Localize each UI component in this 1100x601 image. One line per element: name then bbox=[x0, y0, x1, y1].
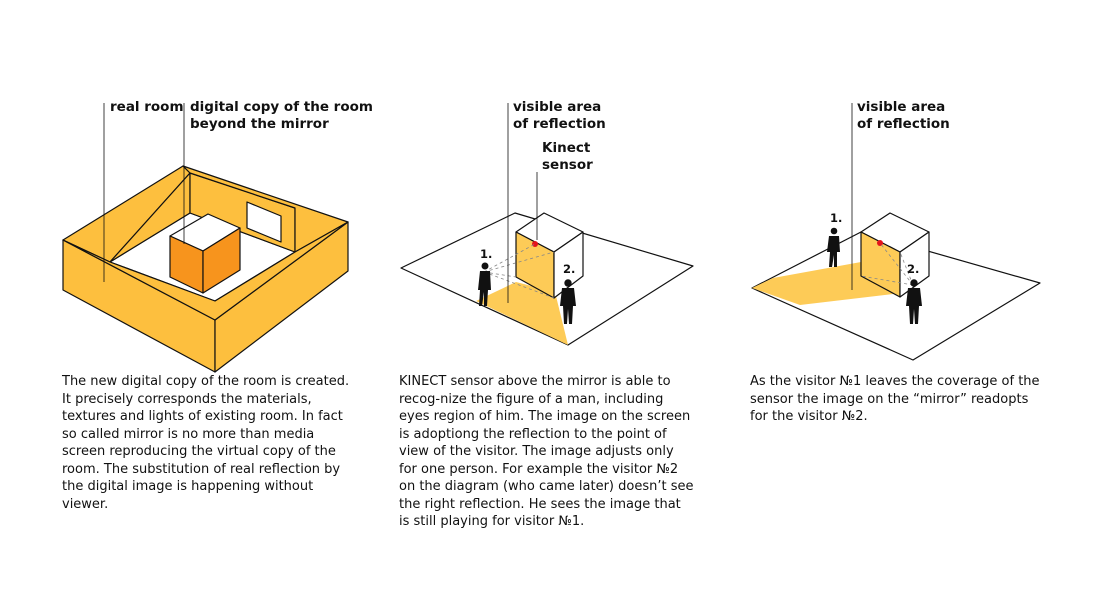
wall-right-top bbox=[182, 165, 349, 253]
visitor-1-figure-3 bbox=[827, 227, 840, 267]
panel-2-kinect-illustration bbox=[400, 103, 694, 346]
label-visible-area-line1: visible area bbox=[513, 99, 602, 115]
mirror-cube-side-3 bbox=[899, 231, 930, 298]
description-panel-3: As the visitor №1 leaves the coverage of… bbox=[750, 374, 1040, 424]
label-visible-area-line2: of reflection bbox=[513, 116, 606, 132]
label-real-room: real room bbox=[110, 99, 184, 115]
label-visible-area-3-line2: of reflection bbox=[857, 116, 950, 132]
visitor-2-figure bbox=[560, 279, 576, 324]
label-visitor-1: 1. bbox=[480, 247, 493, 261]
label-visitor-1-panel-3: 1. bbox=[830, 211, 843, 225]
wall-front-top bbox=[62, 221, 349, 321]
visitor-1-figure bbox=[478, 262, 491, 306]
mirror-cube-side-2 bbox=[553, 231, 584, 299]
floor-plane-3 bbox=[751, 231, 1041, 361]
mirror-screen bbox=[246, 201, 282, 243]
visitor-2-figure-3 bbox=[906, 279, 922, 324]
cube-right-face bbox=[202, 227, 241, 294]
description-panel-1: The new digital copy of the room is crea… bbox=[62, 374, 350, 512]
panel-3-illustration bbox=[751, 103, 1041, 361]
label-visitor-2: 2. bbox=[563, 262, 576, 276]
kinect-sensor-dot bbox=[532, 241, 538, 247]
label-kinect-line2: sensor bbox=[542, 157, 593, 173]
reflection-area-2 bbox=[476, 282, 568, 345]
label-digital-copy-line1: digital copy of the room bbox=[190, 99, 373, 115]
label-digital-copy-line2: beyond the mirror bbox=[190, 116, 329, 132]
label-visitor-2-panel-3: 2. bbox=[907, 262, 920, 276]
description-panel-2: KINECT sensor above the mirror is able t… bbox=[399, 374, 694, 529]
sensor-dot-3 bbox=[877, 240, 883, 246]
label-visible-area-3-line1: visible area bbox=[857, 99, 946, 115]
panel-1-room-illustration bbox=[62, 103, 349, 373]
label-kinect-line1: Kinect bbox=[542, 140, 591, 156]
